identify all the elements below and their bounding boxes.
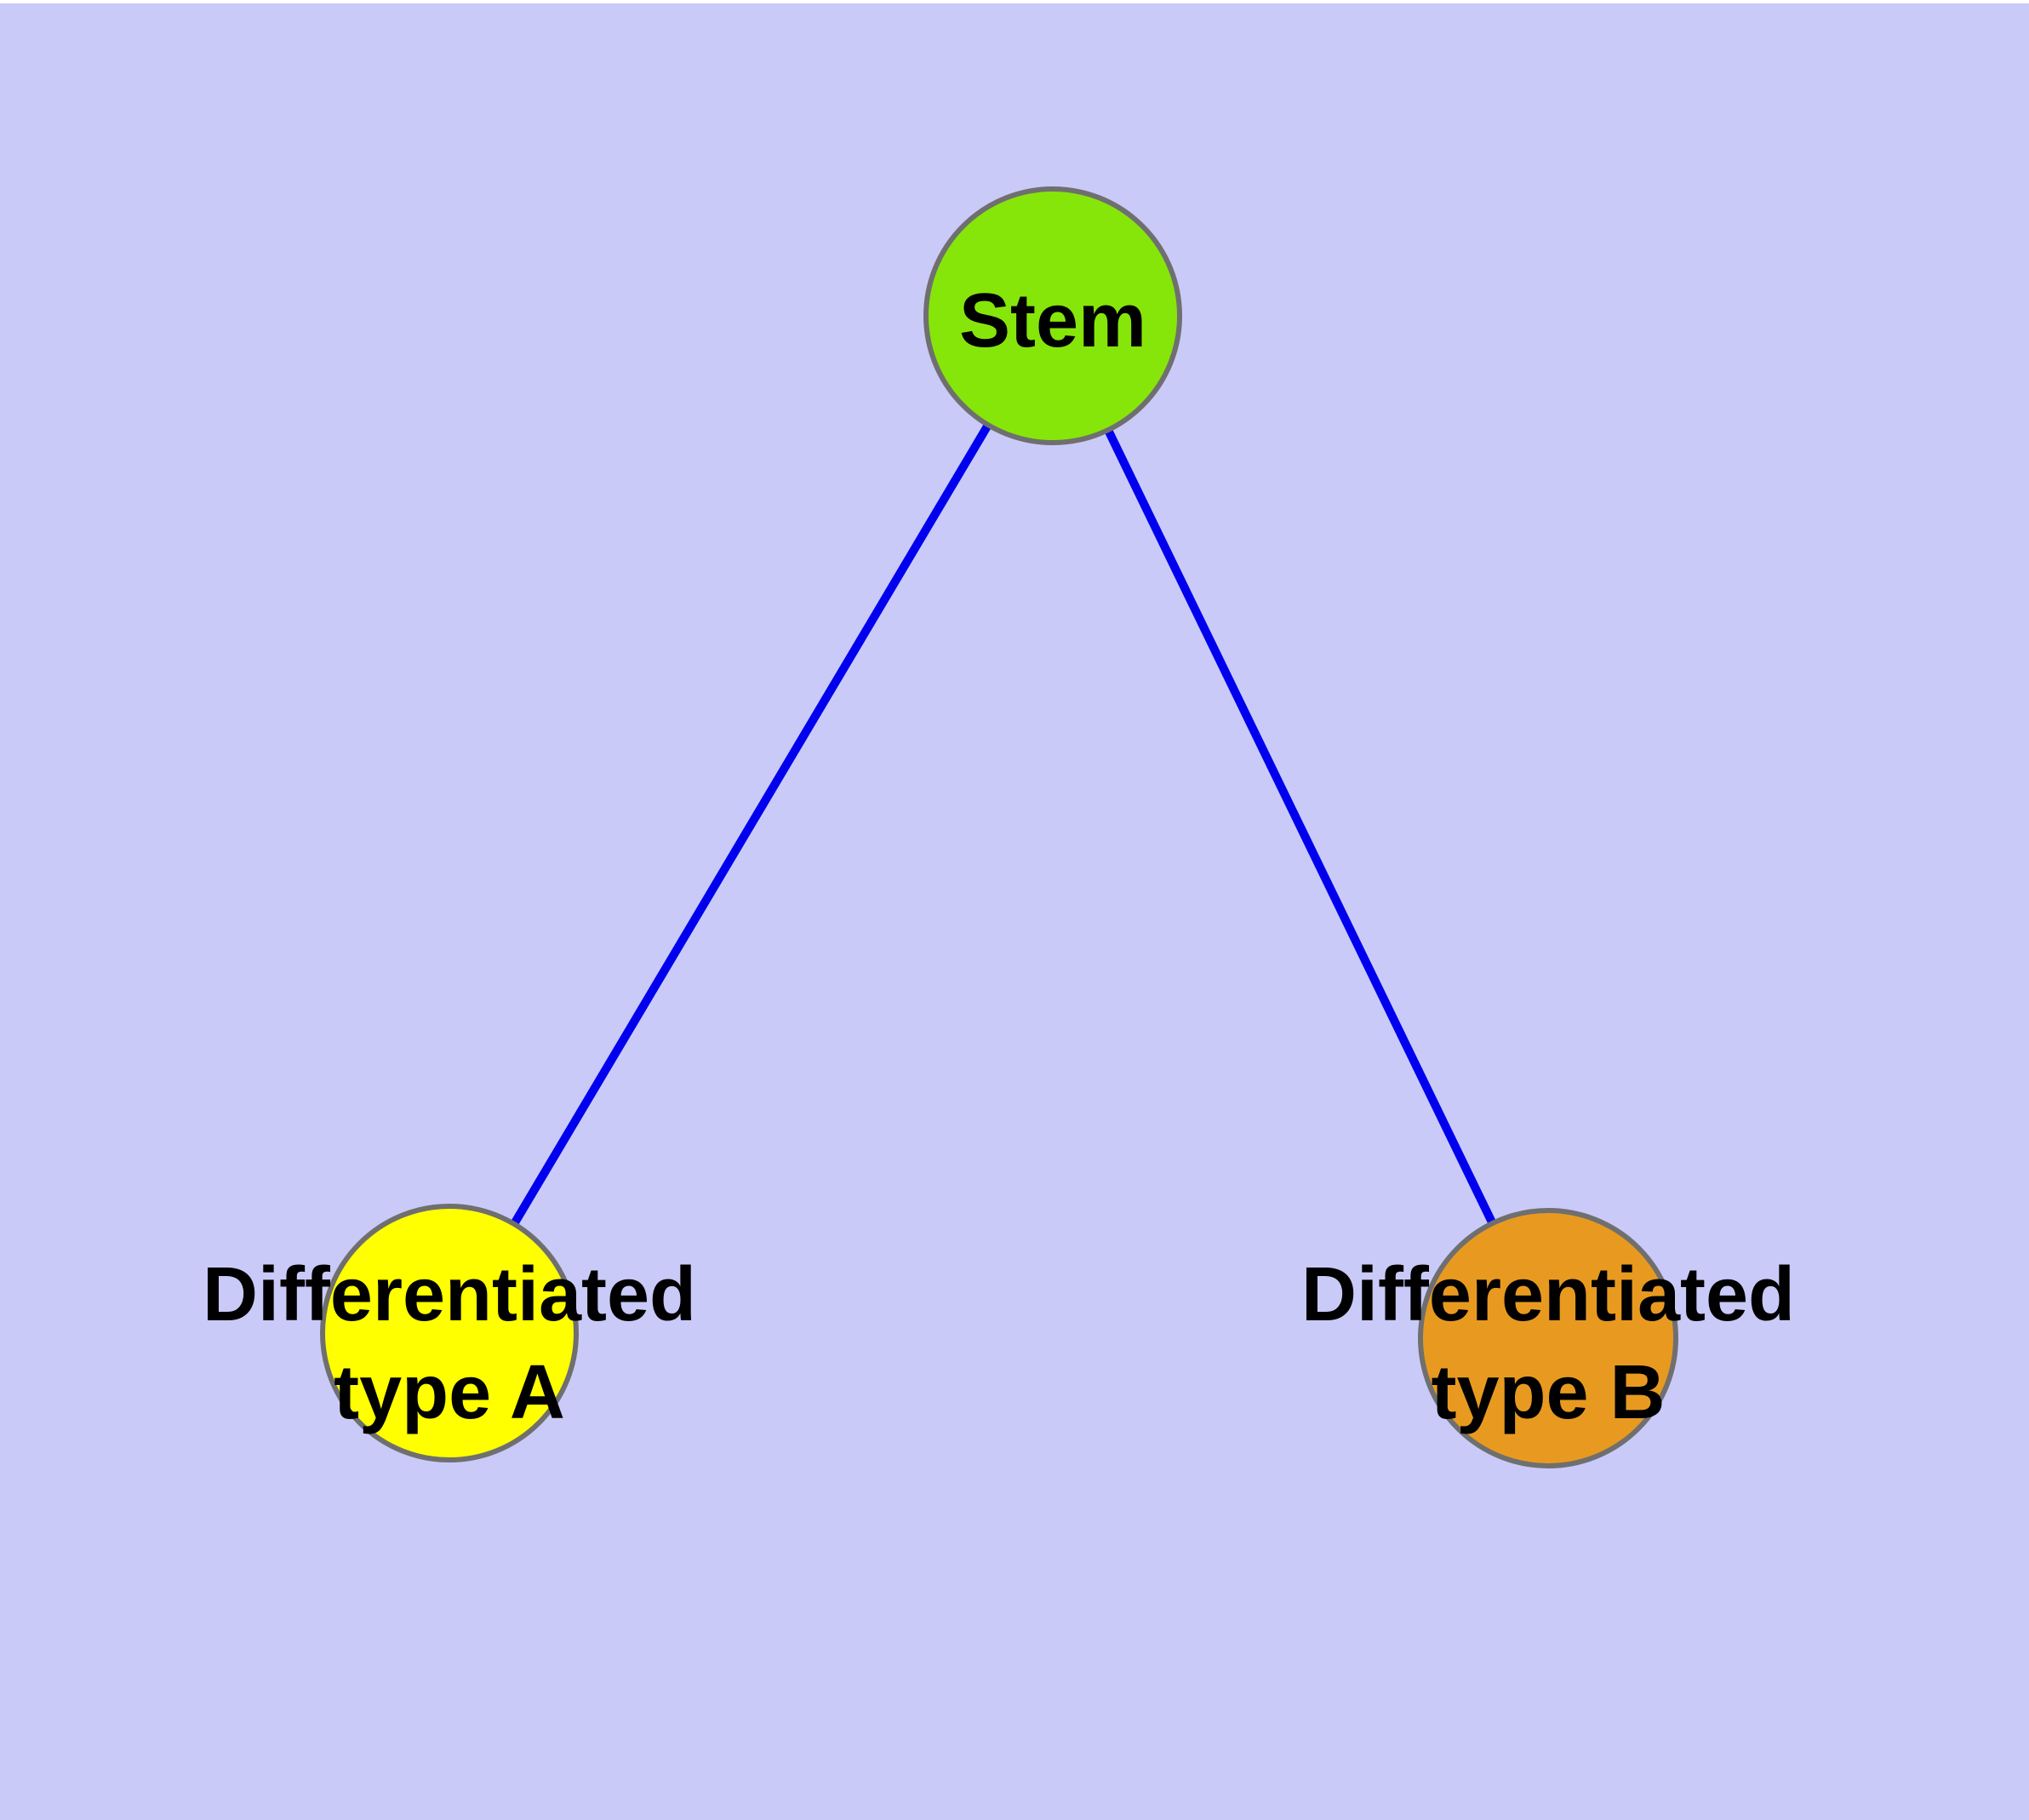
node-differentiated-type-a (320, 1204, 579, 1462)
node-type-b-label-line1: Differentiated (1301, 1252, 1795, 1337)
node-type-a-label-line1: Differentiated (203, 1252, 696, 1337)
edge-stem-to-type-b (1049, 313, 1552, 1341)
edge-stem-to-type-a (445, 313, 1057, 1336)
top-edge-strip (0, 0, 2029, 3)
node-type-a-label-line2: type A (334, 1350, 565, 1435)
node-type-b-label-line2: type B (1431, 1350, 1665, 1435)
node-stem-label: Stem (959, 278, 1146, 363)
node-stem (923, 186, 1182, 445)
node-differentiated-type-b (1418, 1208, 1678, 1468)
